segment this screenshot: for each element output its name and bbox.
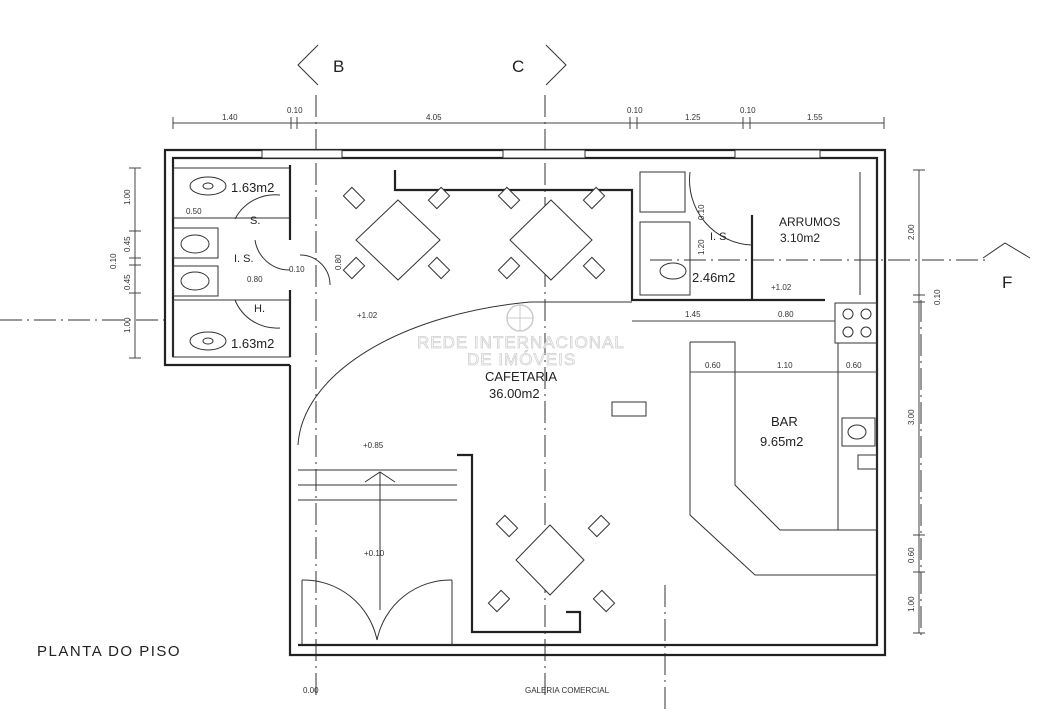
top-dimensions: 1.40 0.10 4.05 0.10 1.25 0.10 1.55 <box>172 106 885 129</box>
svg-text:2.00: 2.00 <box>907 224 916 240</box>
svg-text:F: F <box>1002 273 1012 292</box>
svg-text:2.46m2: 2.46m2 <box>692 270 735 285</box>
svg-text:0.10: 0.10 <box>289 265 305 274</box>
svg-text:1.40: 1.40 <box>222 113 238 122</box>
svg-text:0.10: 0.10 <box>109 253 118 269</box>
svg-text:CAFETARIA: CAFETARIA <box>485 369 557 384</box>
svg-text:1.45: 1.45 <box>685 310 701 319</box>
svg-text:I. S.: I. S. <box>710 231 730 243</box>
wc-block: 1.63m2 1.63m2 S. I. S. H. 0.50 0.80 0.10… <box>172 165 343 358</box>
svg-text:0.10: 0.10 <box>740 106 756 115</box>
svg-text:REDE INTERNACIONAL: REDE INTERNACIONAL <box>417 333 625 352</box>
svg-text:1.00: 1.00 <box>123 189 132 205</box>
svg-text:0.10: 0.10 <box>933 289 942 305</box>
svg-text:1.63m2: 1.63m2 <box>231 336 274 351</box>
svg-text:+0.10: +0.10 <box>364 549 385 558</box>
svg-text:9.65m2: 9.65m2 <box>760 434 803 449</box>
svg-text:0.80: 0.80 <box>778 310 794 319</box>
svg-text:0.45: 0.45 <box>123 236 132 252</box>
svg-text:BAR: BAR <box>771 414 798 429</box>
svg-text:3.00: 3.00 <box>907 409 916 425</box>
bar-counter: 1.45 0.80 0.60 1.10 0.60 BAR 9.65m2 <box>632 302 878 576</box>
svg-text:1.63m2: 1.63m2 <box>231 180 274 195</box>
svg-text:+1.02: +1.02 <box>771 283 792 292</box>
interior-partition <box>393 170 825 302</box>
level-street: 0.00 <box>303 686 319 695</box>
svg-text:1.10: 1.10 <box>777 361 793 370</box>
svg-text:4.05: 4.05 <box>426 113 442 122</box>
right-dimensions: 2.00 0.10 3.00 0.60 1.00 <box>907 169 942 634</box>
svg-text:0.10: 0.10 <box>627 106 643 115</box>
svg-text:1.20: 1.20 <box>697 239 706 255</box>
street-label: GALERIA COMERCIAL <box>525 686 610 695</box>
cafe-area: +1.02 CAFETARIA 36.00m2 +0.85 +0.10 <box>297 301 647 645</box>
axis-f: F <box>650 242 1031 292</box>
svg-text:0.60: 0.60 <box>907 547 916 563</box>
svg-text:+0.85: +0.85 <box>363 441 384 450</box>
svg-text:0.60: 0.60 <box>846 361 862 370</box>
tables <box>342 186 616 613</box>
svg-text:3.10m2: 3.10m2 <box>780 231 820 245</box>
svg-text:0.10: 0.10 <box>287 106 303 115</box>
svg-text:0.50: 0.50 <box>186 207 202 216</box>
staff-wc-storage: 2.46m2 I. S. 0.10 1.20 ARRUMOS 3.10m2 +1… <box>639 171 861 300</box>
svg-text:+1.02: +1.02 <box>357 311 378 320</box>
svg-text:B: B <box>333 57 344 76</box>
svg-text:DE IMÓVEIS: DE IMÓVEIS <box>467 350 576 369</box>
left-dimensions: 1.00 0.45 0.10 0.45 1.00 <box>109 167 141 359</box>
svg-text:ARRUMOS: ARRUMOS <box>779 215 840 229</box>
svg-text:1.00: 1.00 <box>907 596 916 612</box>
svg-text:1.55: 1.55 <box>807 113 823 122</box>
outer-walls <box>163 148 887 657</box>
svg-text:0.80: 0.80 <box>334 254 343 270</box>
svg-text:C: C <box>512 57 524 76</box>
svg-text:1.00: 1.00 <box>123 317 132 333</box>
svg-text:I. S.: I. S. <box>234 253 254 265</box>
svg-text:H.: H. <box>254 303 265 315</box>
axis-b: B <box>297 44 344 700</box>
svg-text:0.45: 0.45 <box>123 274 132 290</box>
watermark: REDE INTERNACIONAL DE IMÓVEIS <box>417 304 625 369</box>
axis-c: C <box>512 44 567 700</box>
svg-text:0.60: 0.60 <box>705 361 721 370</box>
svg-text:1.25: 1.25 <box>685 113 701 122</box>
svg-text:0.10: 0.10 <box>697 204 706 220</box>
svg-text:36.00m2: 36.00m2 <box>489 386 540 401</box>
svg-text:0.80: 0.80 <box>247 275 263 284</box>
svg-text:S.: S. <box>250 215 260 227</box>
drawing-title: PLANTA DO PISO <box>37 643 181 660</box>
